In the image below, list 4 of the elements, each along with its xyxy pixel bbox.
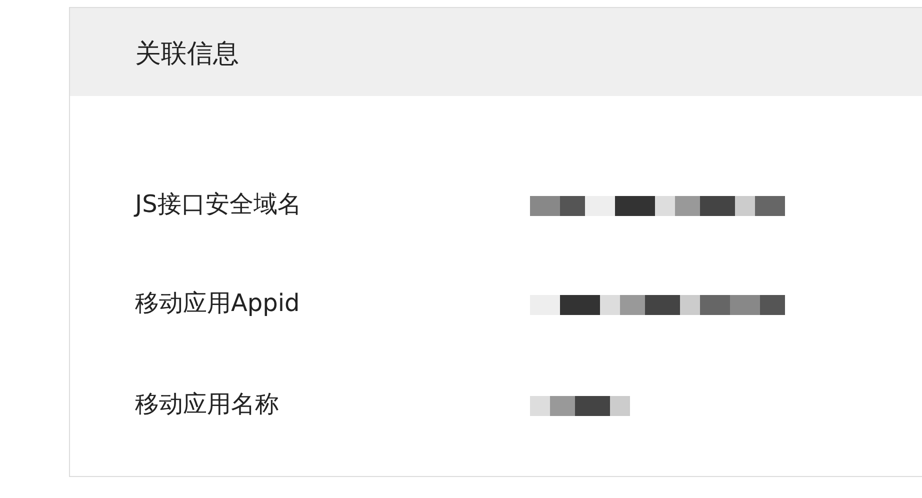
field-label: JS接口安全域名 [135,189,302,220]
card-title: 关联信息 [135,38,239,71]
field-label: 移动应用Appid [135,288,300,319]
field-label: 移动应用名称 [135,389,279,420]
